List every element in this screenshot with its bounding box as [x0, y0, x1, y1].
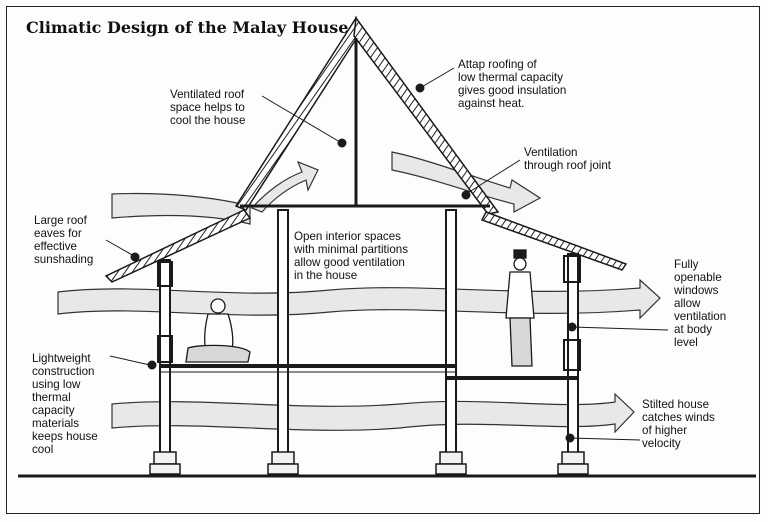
annotation-open-interior: Open interior spaces with minimal partit… [294, 230, 409, 282]
diagram-title: Climatic Design of the Malay House [26, 18, 349, 37]
wind-arrow-roof-rising [250, 160, 319, 213]
annotation-ventilated-roof-space: Ventilated roof space helps to cool the … [170, 88, 246, 127]
upper-roof-right-slope [353, 16, 500, 215]
annotation-attap-roofing: Attap roofing of low thermal capacity gi… [458, 58, 567, 110]
annotation-openable-windows: Fully openable windows allow ventilation… [674, 258, 727, 349]
right-eaves-roof [480, 211, 628, 271]
post-footings [149, 451, 589, 475]
wind-arrow-roof-left [111, 192, 251, 225]
window-frames [157, 255, 581, 371]
annotation-roof-joint: Ventilation through roof joint [524, 146, 612, 172]
seated-woman-figure [185, 298, 251, 363]
wind-arrow-under-floor [111, 392, 635, 434]
annotation-stilted-house: Stilted house catches winds of higher ve… [642, 398, 715, 450]
standing-man-figure [505, 249, 535, 367]
left-eaves-roof [104, 209, 252, 283]
annotation-lightweight-construction: Lightweight construction using low therm… [32, 352, 98, 456]
diagram-frame [6, 6, 760, 514]
annotation-roof-eaves: Large roof eaves for effective sunshadin… [34, 214, 94, 266]
callout-leaders [105, 67, 669, 443]
